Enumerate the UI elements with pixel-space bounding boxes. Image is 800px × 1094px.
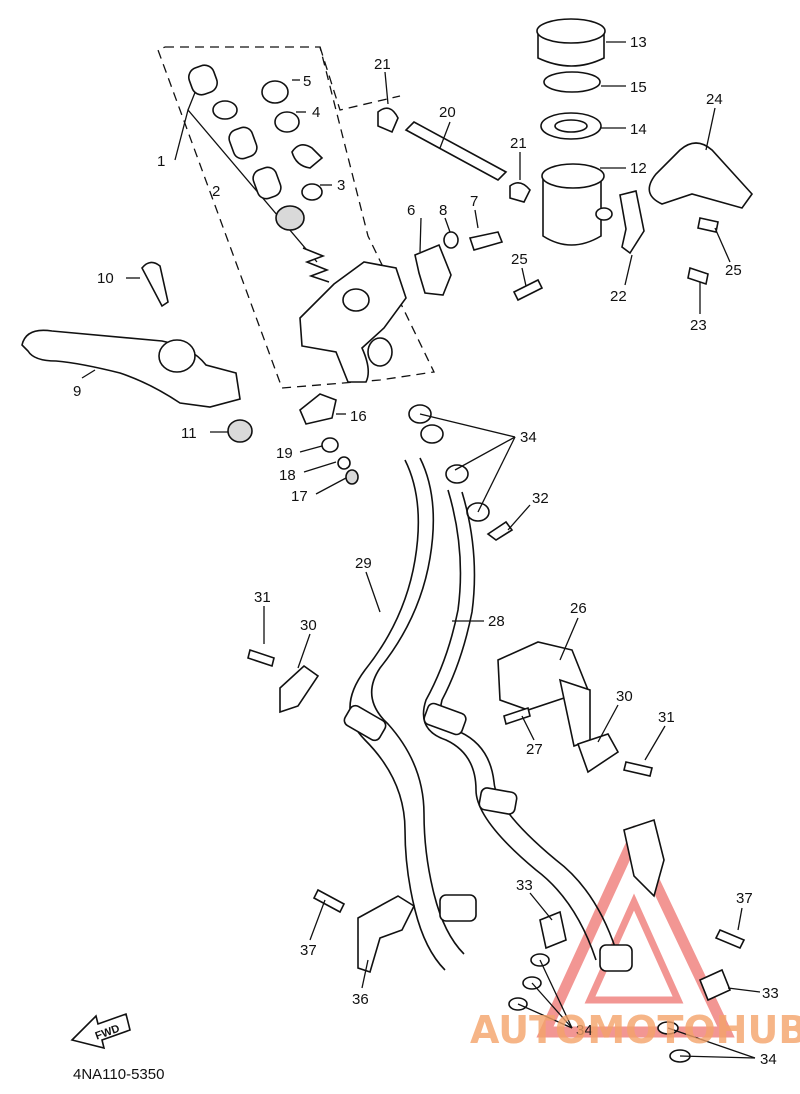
- label-10: 10: [97, 270, 114, 287]
- master-cylinder-kit-outline: [157, 46, 435, 389]
- label-33-right: 33: [762, 985, 779, 1002]
- label-25-right: 25: [725, 262, 742, 279]
- label-15: 15: [630, 79, 647, 96]
- label-8: 8: [439, 202, 447, 219]
- master-cylinder-body: [299, 261, 407, 383]
- label-21-top: 21: [374, 56, 391, 73]
- reservoir-tank: [542, 175, 602, 246]
- label-36: 36: [352, 991, 369, 1008]
- watermark-triangle: [536, 824, 735, 1038]
- label-25-left: 25: [511, 251, 528, 268]
- label-34-bottom-left: 34: [576, 1022, 593, 1039]
- label-37-right: 37: [736, 890, 753, 907]
- label-34-top: 34: [520, 429, 537, 446]
- reservoir-group: [377, 18, 754, 302]
- label-30-left: 30: [300, 617, 317, 634]
- label-11: 11: [181, 425, 197, 442]
- label-14: 14: [630, 121, 647, 138]
- label-28: 28: [488, 613, 505, 630]
- fwd-arrow: FWD: [70, 1012, 131, 1050]
- dust-seal-part: [261, 80, 289, 104]
- label-5: 5: [303, 73, 311, 90]
- callout-labels: 1 2 3 4 5 6 7 8 9 10 11 12 13 14 15 16 1…: [73, 34, 779, 1068]
- label-31-left: 31: [254, 589, 271, 606]
- label-24: 24: [706, 91, 723, 108]
- diagram-code: 4NA110-5350: [73, 1066, 164, 1083]
- label-23: 23: [690, 317, 707, 334]
- label-12: 12: [630, 160, 647, 177]
- fwd-arrow-icon: [70, 1012, 131, 1050]
- label-20: 20: [439, 104, 456, 121]
- label-13: 13: [630, 34, 647, 51]
- label-34-bottom-right: 34: [760, 1051, 777, 1068]
- piston-cup-part: [188, 64, 218, 96]
- leader-lines: [81, 41, 761, 1059]
- label-22: 22: [610, 288, 627, 305]
- label-31-right: 31: [658, 709, 675, 726]
- label-2: 2: [212, 183, 220, 200]
- watermark-text: AUTOMOTOHUB: [470, 1008, 800, 1052]
- label-17: 17: [291, 488, 308, 505]
- master-cylinder-parts: [21, 64, 504, 485]
- label-29: 29: [355, 555, 372, 572]
- brake-hose-28: [422, 489, 597, 961]
- label-6: 6: [407, 202, 415, 219]
- label-4: 4: [312, 104, 320, 121]
- reservoir-hose: [404, 121, 508, 181]
- label-26: 26: [570, 600, 587, 617]
- label-32: 32: [532, 490, 549, 507]
- label-7: 7: [470, 193, 478, 210]
- label-37-left: 37: [300, 942, 317, 959]
- bracket-36: [357, 895, 416, 974]
- label-18: 18: [279, 467, 296, 484]
- brake-lever: [21, 329, 241, 408]
- label-19: 19: [276, 445, 293, 462]
- label-16: 16: [350, 408, 367, 425]
- label-27: 27: [526, 741, 543, 758]
- label-30-right: 30: [616, 688, 633, 705]
- label-33-left: 33: [516, 877, 533, 894]
- lower-hardware: [247, 520, 746, 1063]
- label-21-mid: 21: [510, 135, 527, 152]
- label-1: 1: [157, 153, 165, 170]
- label-9: 9: [73, 383, 81, 400]
- label-3: 3: [337, 177, 345, 194]
- brake-hoses: [343, 404, 633, 972]
